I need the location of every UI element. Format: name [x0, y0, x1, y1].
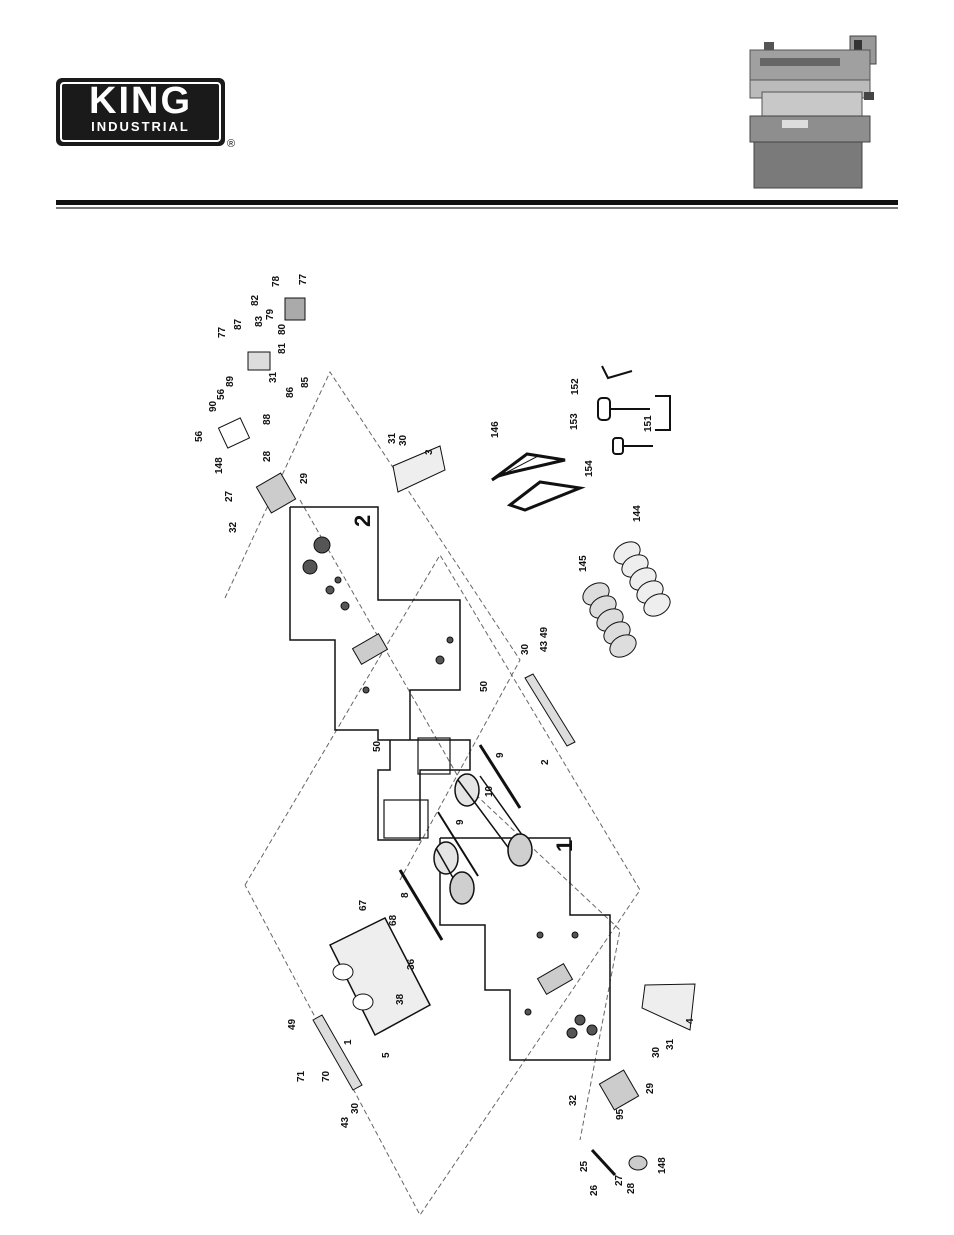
- callout: 153: [569, 413, 580, 430]
- group-1-parts: [525, 932, 597, 1038]
- callout: 9: [495, 752, 506, 758]
- callout: 95: [615, 1108, 626, 1120]
- callout: 9: [455, 819, 466, 825]
- group-label-2: 2: [350, 515, 375, 527]
- callout: 77: [298, 273, 309, 285]
- group-1-boundary: [440, 838, 610, 1060]
- callout: 43: [539, 640, 550, 652]
- callout: 1: [343, 1039, 354, 1045]
- callout: 38: [395, 993, 406, 1005]
- v-belt-b: [510, 482, 580, 510]
- callout: 82: [250, 294, 261, 306]
- callout: 30: [651, 1046, 662, 1058]
- callout: 80: [277, 323, 288, 335]
- callout: 154: [584, 460, 595, 477]
- callout: 68: [388, 914, 399, 926]
- callout-numbers: 78 77 82 87 79 83 80 77 81 85 86 31 88 8…: [194, 273, 696, 1196]
- group-2-boundary: [290, 507, 470, 840]
- callout: 49: [539, 626, 550, 638]
- callout: 71: [296, 1070, 307, 1082]
- callout: 89: [225, 375, 236, 387]
- callout: 27: [224, 490, 235, 502]
- callout: 85: [300, 376, 311, 388]
- callout: 88: [262, 413, 273, 425]
- callout: 86: [285, 386, 296, 398]
- callout: 25: [579, 1160, 590, 1172]
- callout: 56: [216, 388, 227, 400]
- callout: 36: [406, 958, 417, 970]
- callout: 2: [540, 759, 551, 765]
- callout: 31: [665, 1038, 676, 1050]
- callout: 90: [208, 400, 219, 412]
- callout: 146: [490, 421, 501, 438]
- callout: 10: [484, 785, 495, 797]
- callout: 145: [578, 555, 589, 572]
- callout: 50: [479, 680, 490, 692]
- callout: 81: [277, 342, 288, 354]
- chip-guard-3: [393, 446, 445, 492]
- inset-box-bottom: [384, 800, 428, 838]
- group-label-1: 1: [552, 840, 577, 852]
- callout: 32: [568, 1094, 579, 1106]
- service-tools: [598, 366, 670, 454]
- callout: 28: [626, 1182, 637, 1194]
- callout: 43: [340, 1116, 351, 1128]
- callout: 79: [265, 308, 276, 320]
- spiral-cutterhead-145: [579, 578, 640, 661]
- callout: 31: [387, 432, 398, 444]
- callout: 30: [350, 1102, 361, 1114]
- callout: 70: [321, 1070, 332, 1082]
- callout: 31: [268, 371, 279, 383]
- callout: 26: [589, 1184, 600, 1196]
- callout: 78: [271, 275, 282, 287]
- callout: 29: [299, 472, 310, 484]
- callout: 67: [358, 899, 369, 911]
- spiral-cutterhead-144: [610, 537, 674, 620]
- callout: 28: [262, 450, 273, 462]
- callout: 148: [657, 1157, 668, 1174]
- inset-box-top: [418, 738, 450, 774]
- callout: 8: [400, 892, 411, 898]
- callout: 29: [645, 1082, 656, 1094]
- callout: 56: [194, 430, 205, 442]
- callout: 30: [520, 643, 531, 655]
- callout: 3: [424, 449, 435, 455]
- callout: 50: [372, 740, 383, 752]
- callout: 83: [254, 315, 265, 327]
- callout: 148: [214, 457, 225, 474]
- callout: 152: [570, 378, 581, 395]
- callout: 151: [643, 415, 654, 432]
- callout: 27: [614, 1174, 625, 1186]
- callout: 144: [632, 505, 643, 522]
- callout: 49: [287, 1018, 298, 1030]
- callout: 87: [233, 318, 244, 330]
- callout: 77: [217, 326, 228, 338]
- callout: 4: [685, 1018, 696, 1024]
- callout: 32: [228, 521, 239, 533]
- callout: 5: [381, 1052, 392, 1058]
- callout: 30: [398, 434, 409, 446]
